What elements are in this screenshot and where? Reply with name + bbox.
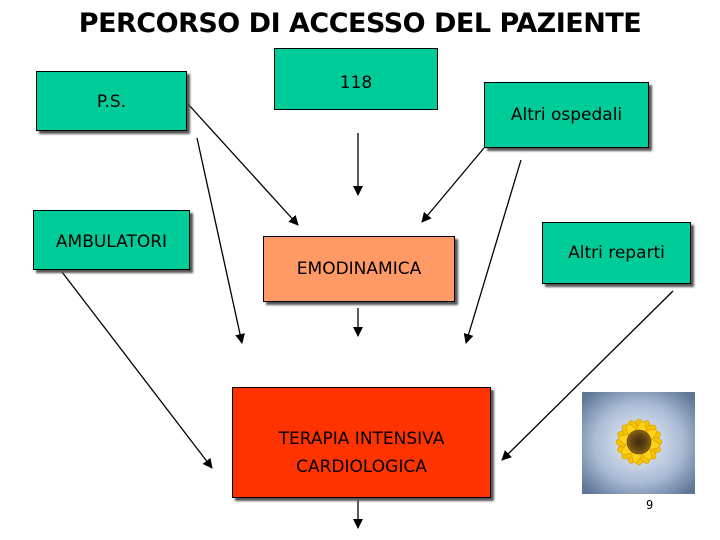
node-118-label: 118 [339,73,373,93]
node-terapia-intensiva: TERAPIA INTENSIVA CARDIOLOGICA [232,387,491,498]
node-emodinamica-label: EMODINAMICA [296,259,422,279]
arrow-altri-ospedali-to-terapia [463,159,522,344]
node-terapia-line2: CARDIOLOGICA [296,456,427,477]
node-altri-reparti: Altri reparti [542,222,691,284]
node-ambulatori: AMBULATORI [33,210,190,270]
node-ps-label: P.S. [96,92,127,112]
arrow-altri-ospedali-to-emodinamica [421,147,485,223]
sunflower-photo [582,392,695,494]
page-number: 9 [646,498,654,512]
node-altri-ospedali: Altri ospedali [484,82,649,148]
arrow-ambulatori-to-terapia [61,271,213,469]
node-emodinamica: EMODINAMICA [263,236,455,302]
node-118: 118 [274,48,438,110]
node-ambulatori-label: AMBULATORI [55,232,168,252]
arrow-ps-to-emodinamica [187,103,299,226]
page-title: PERCORSO DI ACCESSO DEL PAZIENTE [78,8,642,39]
node-terapia-line1: TERAPIA INTENSIVA [278,428,445,449]
node-altri-ospedali-label: Altri ospedali [510,105,623,125]
arrow-ps-to-terapia [196,137,245,344]
node-altri-reparti-label: Altri reparti [568,243,665,263]
arrow-altri-reparti-to-terapia [501,290,674,461]
node-ps: P.S. [36,71,187,131]
